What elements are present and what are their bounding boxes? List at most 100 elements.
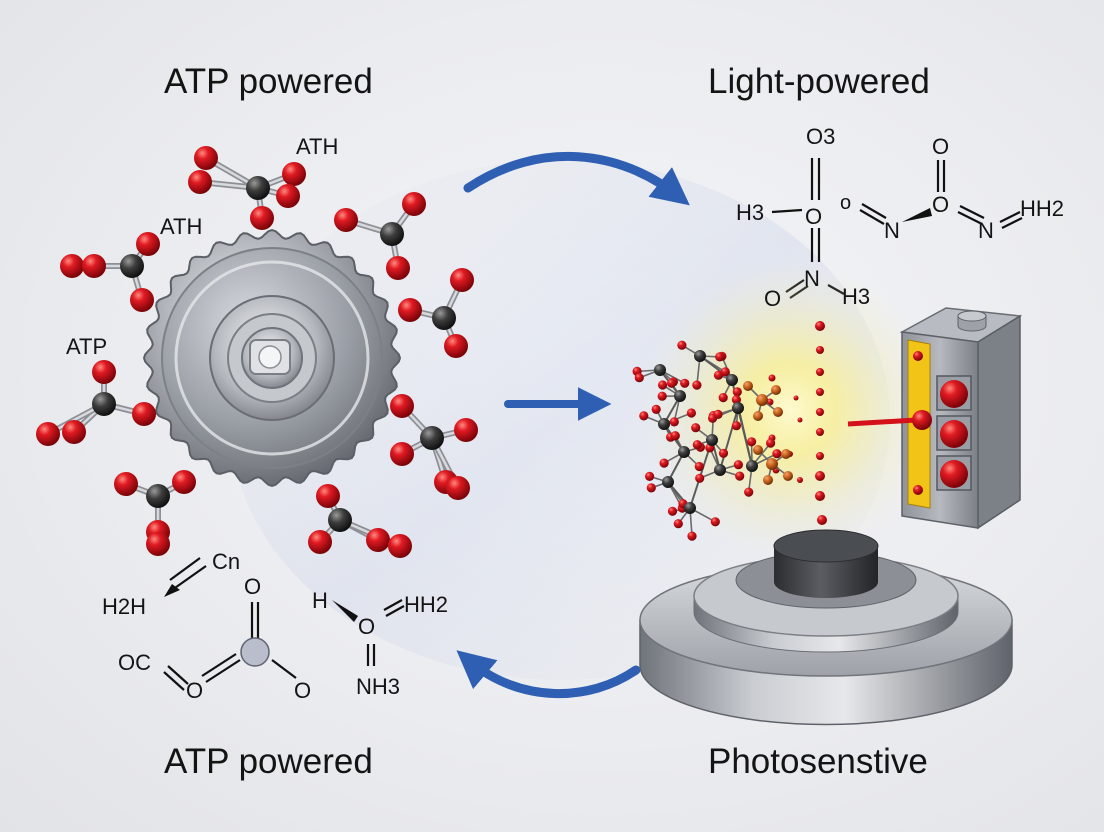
cluster-atom: [747, 437, 757, 447]
beam-dot-4: [816, 388, 824, 396]
chem-o-small: o: [840, 192, 852, 214]
cluster-core-atom: [694, 350, 706, 362]
cluster-atom: [713, 409, 723, 419]
chem-o-top: O: [244, 574, 262, 599]
beam-dot-5: [816, 408, 824, 416]
phosphate-core-2: [766, 458, 778, 470]
cluster-atom: [651, 404, 661, 414]
cluster-core-atom: [684, 502, 696, 514]
label-bottom-left: ATP powered: [164, 742, 373, 781]
phosphate-atom: [743, 381, 753, 391]
chem-cn: Cn: [212, 549, 241, 574]
chem-hh2: HH2: [404, 592, 449, 617]
cluster-core-atom: [658, 418, 670, 430]
cluster-atom: [680, 378, 690, 388]
label-bottom-right: Photosenstive: [708, 742, 928, 781]
cluster-atom: [645, 471, 655, 481]
cycle-arrows: [456, 151, 690, 698]
beam-dot-11: [768, 374, 776, 382]
phosphate-atom: [763, 475, 773, 485]
central-atom: [240, 637, 270, 667]
chem-o-right: O: [294, 678, 312, 703]
chem-h2h: H2H: [102, 594, 147, 619]
cluster-atom: [691, 423, 701, 433]
cluster-atom: [718, 448, 729, 458]
atp-molecule-7: [114, 470, 196, 556]
cluster-atom: [744, 487, 754, 497]
phosphate-core-1: [756, 394, 768, 406]
beam-dot-18: [793, 395, 799, 401]
cluster-atom: [634, 373, 644, 383]
cluster-atom: [667, 506, 678, 516]
cluster-atom: [657, 391, 667, 401]
atp-molecule-8: [308, 484, 412, 558]
cluster-core-atom: [726, 374, 738, 386]
chem-o3: O3: [806, 124, 836, 149]
beam-dot-1: [815, 321, 825, 331]
left-bottom-structures: [163, 557, 405, 691]
cluster-atom: [667, 378, 677, 388]
chem-n-low: N: [804, 266, 820, 291]
arrow-top-icon: [463, 151, 690, 206]
cluster-atom: [677, 340, 687, 350]
beam-dot-8: [815, 471, 825, 481]
beam-dot-3: [816, 368, 824, 376]
cluster-atom: [715, 352, 725, 362]
light-source-box: [847, 307, 1023, 530]
cluster-core-atom: [732, 402, 744, 414]
phosphate-atom: [773, 407, 783, 417]
cluster-core-atom: [714, 464, 726, 476]
cluster-core-atom: [678, 446, 690, 458]
beam-dot-16: [797, 477, 803, 483]
chem-o-center: O: [358, 614, 376, 639]
photosensitive-base: [639, 529, 1013, 726]
molecule-label-ath-1: ATH: [296, 134, 339, 159]
cluster-atom: [735, 471, 745, 481]
cluster-core-atom: [674, 390, 686, 402]
atp-molecules: [36, 146, 478, 558]
beam-dot-6: [816, 428, 824, 436]
cluster-atom: [670, 431, 680, 441]
atp-molecule-5: [36, 360, 156, 446]
cluster-atom: [695, 473, 705, 483]
phosphate-atom: [771, 385, 781, 395]
cluster-atom: [713, 370, 724, 380]
atp-molecule-4: [398, 268, 474, 358]
cluster-atom: [718, 393, 728, 403]
cluster-core-atom: [746, 460, 758, 472]
cluster-atom: [669, 417, 679, 427]
cluster-core-atom: [662, 476, 674, 488]
phosphate-atom: [753, 445, 763, 455]
chem-hh2-right: HH2: [1020, 196, 1065, 221]
molecule-label-atp-1: ATP: [66, 334, 108, 359]
light-glow: [640, 260, 940, 560]
cluster-atom: [692, 440, 702, 450]
beam-dot-7: [816, 452, 824, 460]
cluster-atom: [658, 380, 668, 390]
cluster-atom: [686, 408, 697, 418]
molecular-cluster: [632, 340, 793, 541]
chem-h3-low: H3: [842, 284, 871, 309]
cluster-atom: [694, 461, 704, 472]
beam-dot-2: [816, 346, 824, 354]
phosphate-atom: [781, 449, 791, 459]
cluster-atom: [720, 367, 730, 377]
atp-molecule-1: [188, 146, 306, 230]
beam-dot-9: [815, 491, 825, 501]
chem-o-low: O: [764, 286, 782, 311]
cluster-atom: [732, 387, 742, 397]
chem-h: H: [312, 588, 328, 613]
beam-dot-17: [797, 417, 803, 423]
chem-o-mid-right: O: [805, 204, 823, 229]
phosphate-atom: [783, 471, 793, 481]
chem-oc: OC: [118, 650, 151, 675]
chem-h3: H3: [736, 200, 765, 225]
cluster-atom: [766, 438, 776, 448]
arrow-bottom-icon: [456, 650, 641, 698]
cluster-atom: [733, 460, 744, 470]
cluster-atom: [659, 458, 669, 468]
chem-o-mid: O: [186, 678, 204, 703]
chem-o-top-right: O: [932, 134, 950, 159]
